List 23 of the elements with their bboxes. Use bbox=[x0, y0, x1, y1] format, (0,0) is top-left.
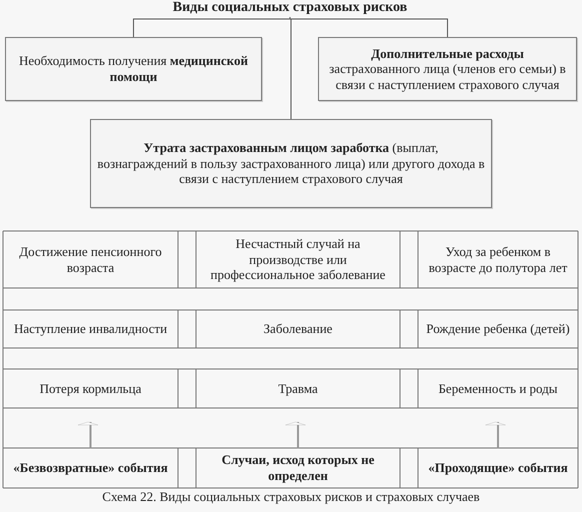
heading-text: Виды социальных страховых рисков bbox=[150, 0, 430, 17]
table-cell: Потеря кормильца bbox=[3, 369, 178, 408]
table-cell: Беременность и роды bbox=[418, 369, 578, 408]
block-arrow bbox=[78, 422, 98, 448]
connector-line bbox=[290, 16, 448, 38]
table-cell: Случаи, исход которых не определен bbox=[196, 448, 400, 488]
table-cell: «Безвозвратные» события bbox=[3, 448, 178, 488]
caption: Схема 22. Виды социальных страховых рисков и страховых случаев bbox=[101, 489, 481, 505]
connector-line bbox=[133, 16, 290, 38]
risk-box: Дополнительные расходы застрахованного лица (членов его семьи) в связи с наступлением страхового случая bbox=[318, 37, 577, 101]
table-cell: «Проходящие» события bbox=[418, 448, 578, 488]
block-arrow bbox=[285, 422, 306, 448]
table-cell: Несчастный случай на производстве или профессиональное заболевание bbox=[196, 231, 400, 288]
table-cell: Травма bbox=[196, 369, 400, 408]
connector-line bbox=[290, 16, 292, 120]
block-arrow bbox=[485, 422, 506, 448]
risk-box: Утрата застрахованным лицом заработка (выплат, вознаграждений в пользу застрахованного лица) или другого дохода в связи с наступлением страхового случая bbox=[90, 119, 492, 208]
table-cell: Заболевание bbox=[196, 310, 400, 348]
table-cell: Уход за ребенком в возрасте до полутора лет bbox=[418, 231, 578, 288]
table-cell: Достижение пенсионного возраста bbox=[3, 231, 178, 288]
risk-box: Необходимость получения медицинской помощи bbox=[5, 37, 262, 101]
table-cell: Наступление инвалидности bbox=[3, 310, 178, 348]
table-cell: Рождение ребенка (детей) bbox=[418, 310, 578, 348]
